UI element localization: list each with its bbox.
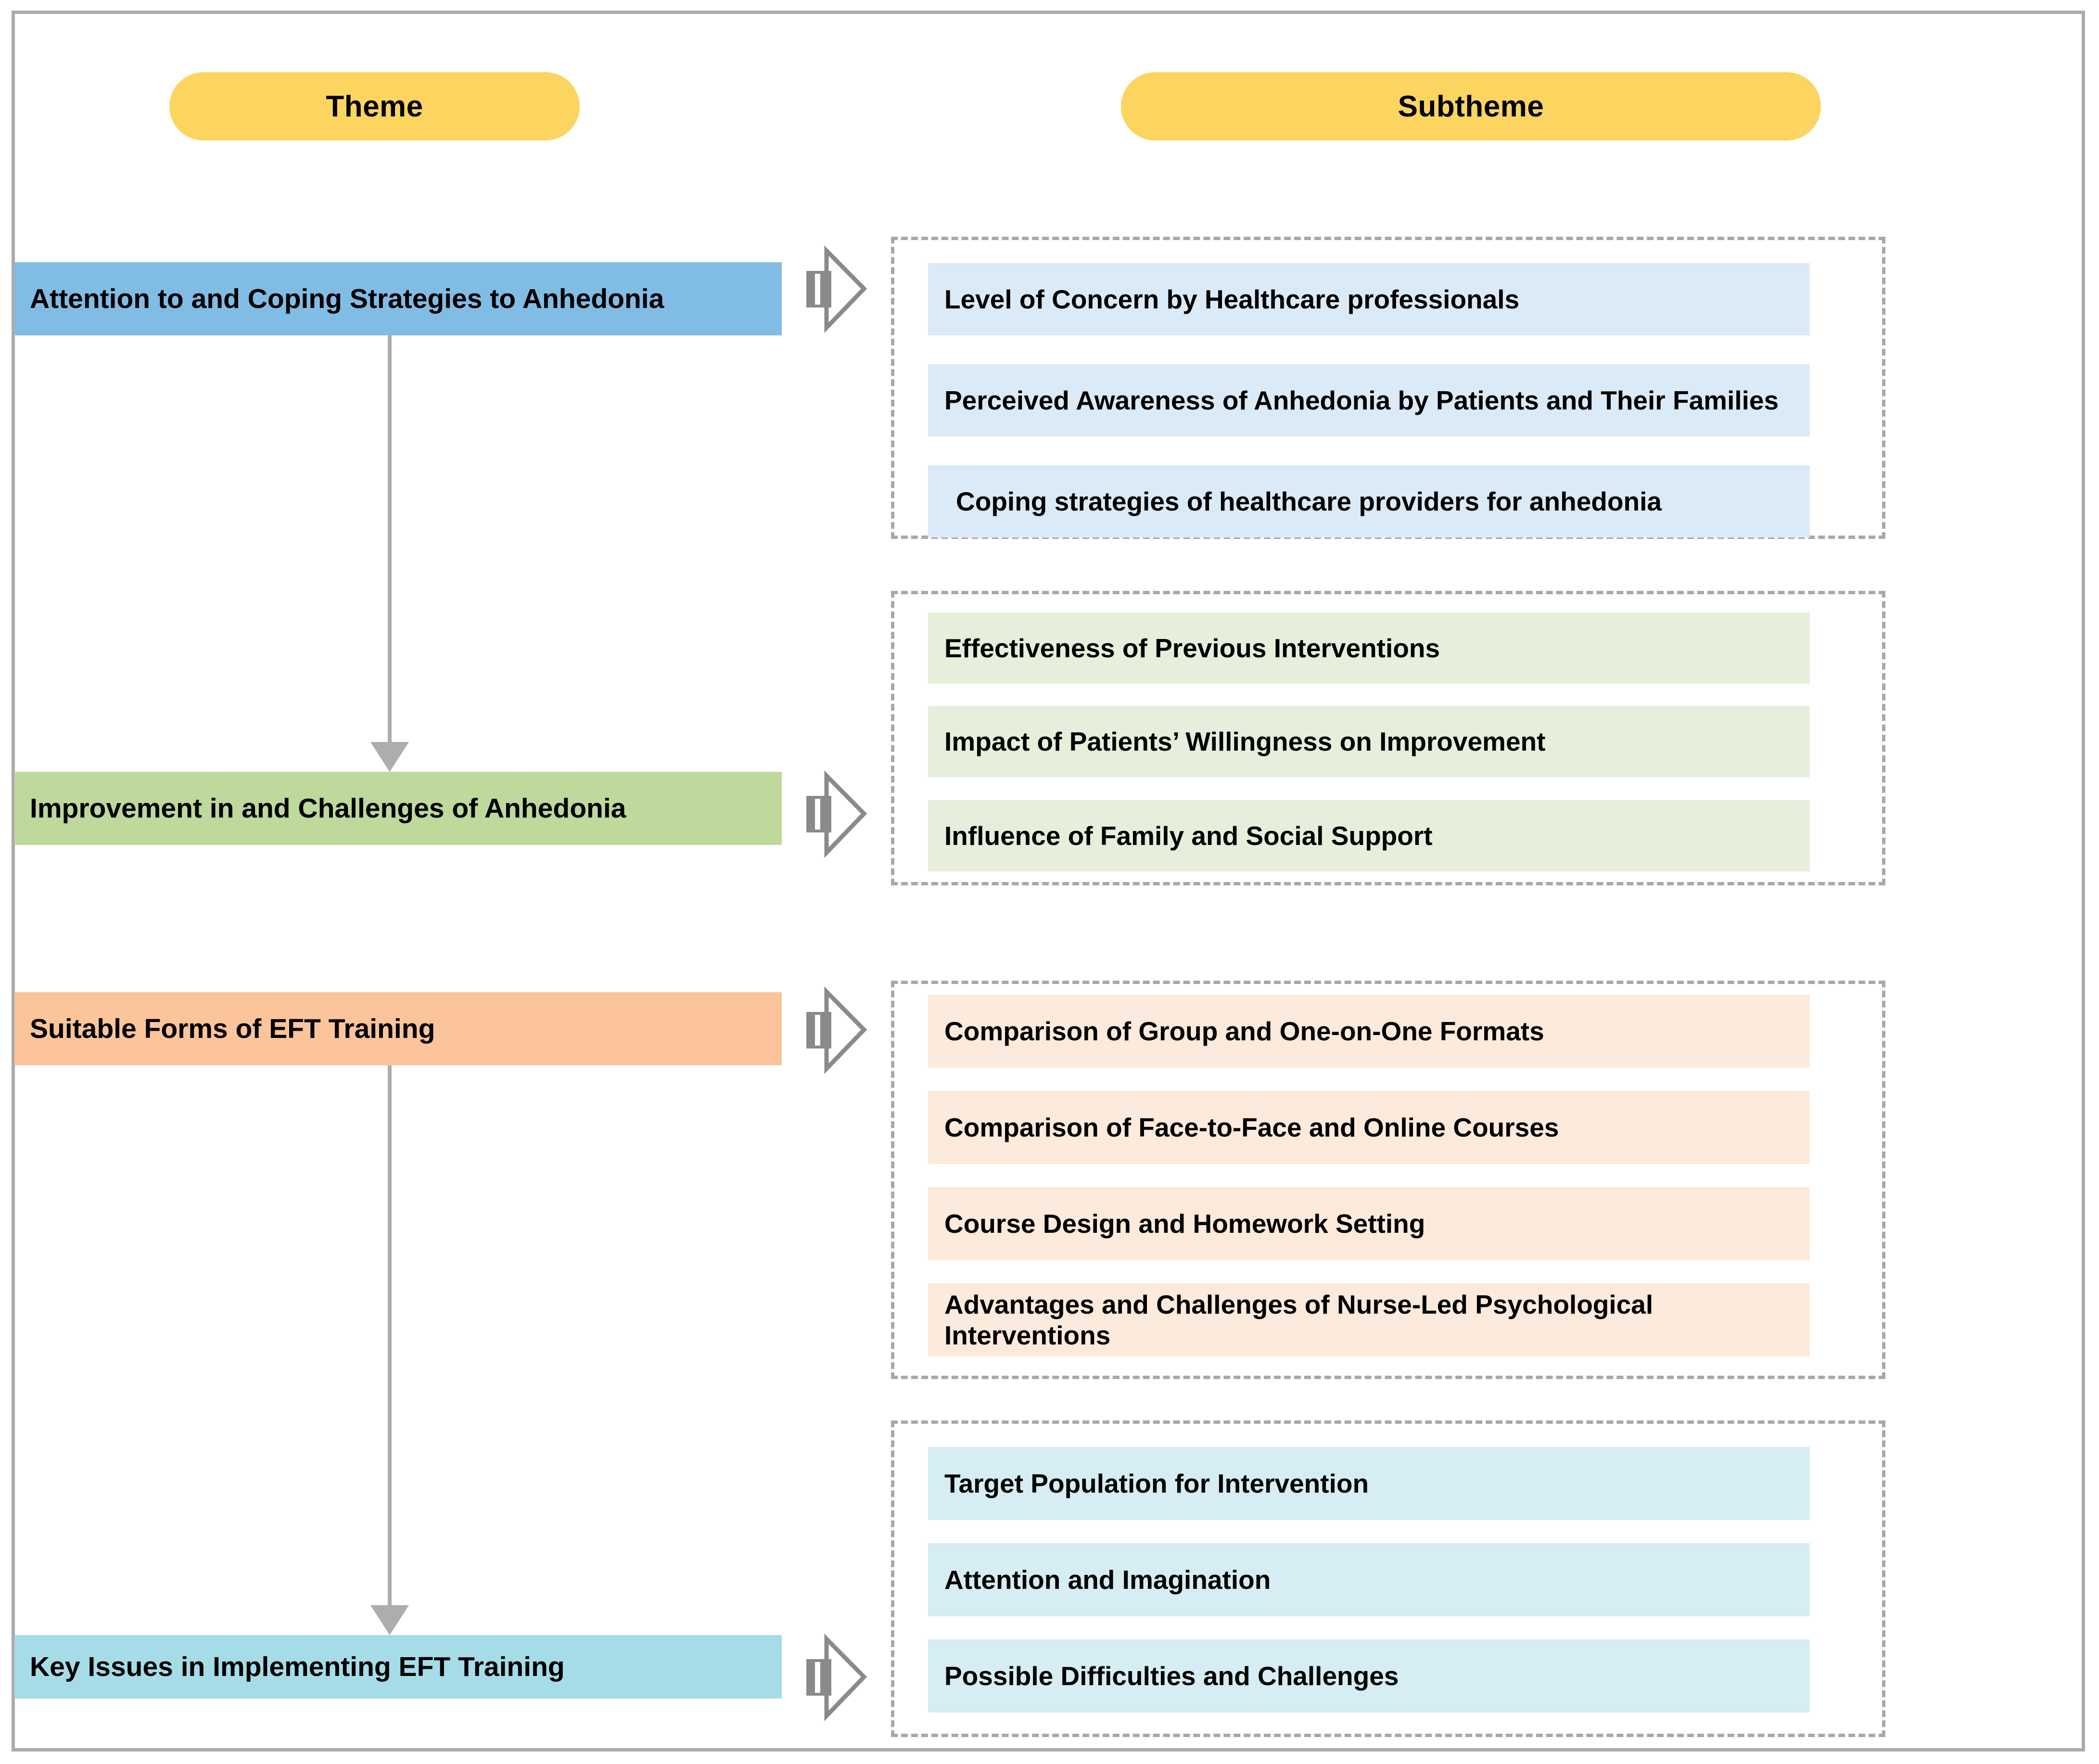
theme-connector-arrowhead-1: [370, 742, 409, 772]
subtheme-box[interactable]: Target Population for Intervention: [928, 1447, 1810, 1520]
subtheme-label: Influence of Family and Social Support: [944, 821, 1433, 851]
theme-box-improvement-challenges[interactable]: Improvement in and Challenges of Anhedon…: [14, 772, 782, 845]
theme-connector-line-2: [388, 1065, 392, 1605]
subtheme-box[interactable]: Perceived Awareness of Anhedonia by Pati…: [928, 364, 1810, 436]
arrow-right-marker-icon: [804, 243, 867, 334]
subtheme-label: Perceived Awareness of Anhedonia by Pati…: [944, 385, 1779, 415]
subtheme-label: Impact of Patients’ Willingness on Impro…: [944, 727, 1546, 756]
subtheme-box[interactable]: Advantages and Challenges of Nurse-Led P…: [928, 1283, 1810, 1356]
subtheme-column-header-label: Subtheme: [1398, 89, 1544, 123]
arrow-right-marker-icon: [804, 984, 867, 1075]
subtheme-group-suitable-forms-eft: Comparison of Group and One-on-One Forma…: [891, 981, 1885, 1379]
subtheme-label: Coping strategies of healthcare provider…: [956, 486, 1662, 516]
subtheme-label: Comparison of Face-to-Face and Online Co…: [944, 1112, 1559, 1142]
subtheme-label: Target Population for Intervention: [944, 1469, 1369, 1498]
subtheme-box[interactable]: Attention and Imagination: [928, 1543, 1810, 1616]
subtheme-box[interactable]: Coping strategies of healthcare provider…: [928, 465, 1810, 537]
subtheme-label: Possible Difficulties and Challenges: [944, 1661, 1399, 1691]
theme-box-key-issues-eft[interactable]: Key Issues in Implementing EFT Training: [14, 1635, 782, 1699]
theme-label: Attention to and Coping Strategies to An…: [30, 283, 664, 314]
subtheme-label: Attention and Imagination: [944, 1565, 1271, 1595]
subtheme-label: Advantages and Challenges of Nurse-Led P…: [944, 1290, 1654, 1350]
subtheme-box[interactable]: Impact of Patients’ Willingness on Impro…: [928, 706, 1810, 777]
theme-connector-arrowhead-2: [370, 1605, 409, 1635]
subtheme-label: Comparison of Group and One-on-One Forma…: [944, 1016, 1544, 1046]
subtheme-label: Course Design and Homework Setting: [944, 1209, 1425, 1239]
arrow-right-marker-icon: [804, 1631, 867, 1723]
subtheme-box[interactable]: Effectiveness of Previous Interventions: [928, 613, 1810, 684]
theme-box-attention-coping[interactable]: Attention to and Coping Strategies to An…: [14, 262, 782, 335]
subtheme-box[interactable]: Comparison of Group and One-on-One Forma…: [928, 995, 1810, 1068]
theme-label: Suitable Forms of EFT Training: [30, 1013, 435, 1044]
subtheme-box[interactable]: Possible Difficulties and Challenges: [928, 1639, 1810, 1713]
arrow-right-marker-icon: [804, 768, 867, 859]
subtheme-box[interactable]: Course Design and Homework Setting: [928, 1187, 1810, 1260]
subtheme-box[interactable]: Influence of Family and Social Support: [928, 800, 1810, 871]
theme-label: Improvement in and Challenges of Anhedon…: [30, 793, 626, 824]
subtheme-box[interactable]: Comparison of Face-to-Face and Online Co…: [928, 1091, 1810, 1164]
theme-column-header-label: Theme: [326, 89, 423, 123]
theme-connector-line-1: [388, 335, 392, 742]
outer-frame: [12, 11, 2085, 1751]
subtheme-label: Effectiveness of Previous Interventions: [944, 633, 1440, 663]
theme-box-suitable-forms-eft[interactable]: Suitable Forms of EFT Training: [14, 992, 782, 1065]
theme-label: Key Issues in Implementing EFT Training: [30, 1651, 565, 1682]
subtheme-column-header: Subtheme: [1121, 72, 1821, 141]
subtheme-group-attention-coping: Level of Concern by Healthcare professio…: [891, 237, 1885, 539]
subtheme-label: Level of Concern by Healthcare professio…: [944, 284, 1520, 314]
theme-column-header: Theme: [169, 72, 580, 141]
subtheme-box[interactable]: Level of Concern by Healthcare professio…: [928, 263, 1810, 335]
